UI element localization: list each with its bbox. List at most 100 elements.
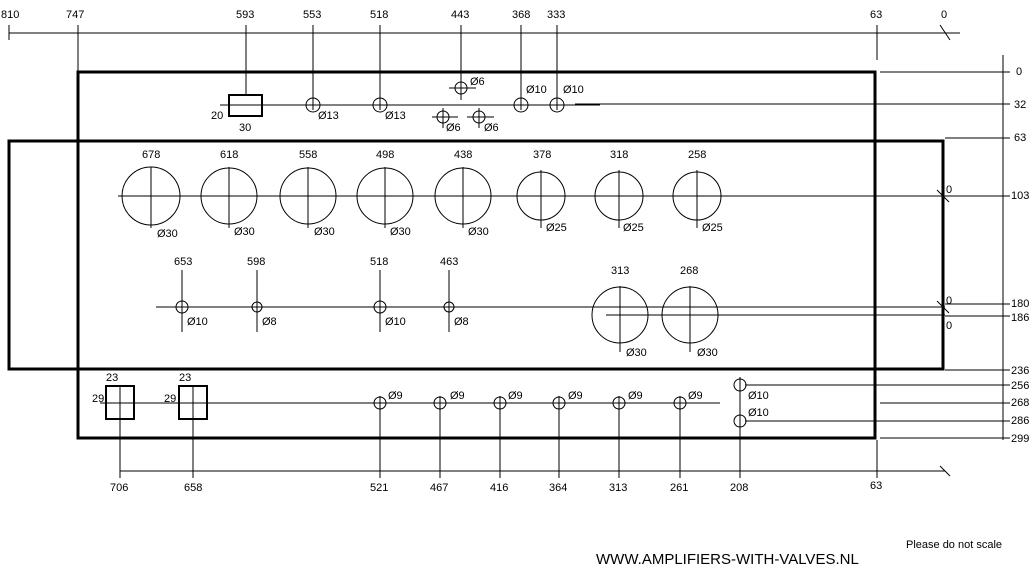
top-dim-label: 63 <box>870 9 882 21</box>
socket-position-label: 268 <box>680 265 698 277</box>
bottom-hole: Ø9 <box>493 390 523 410</box>
top-hole: Ø6 <box>449 76 485 95</box>
valve-diameter-label: Ø25 <box>546 222 567 234</box>
valve-diameter-label: Ø30 <box>390 226 411 238</box>
top-plate-outline <box>76 70 877 440</box>
right-dim-label: 32 <box>1014 99 1026 111</box>
top-dim-label: 747 <box>66 9 84 21</box>
right-dim-label: 268 <box>1011 397 1029 409</box>
bottom-dim-label: 364 <box>549 482 567 494</box>
hole-diameter-label: Ø9 <box>508 390 523 402</box>
right-dim-label: 256 <box>1011 380 1029 392</box>
valve-diameter-label: Ø30 <box>234 226 255 238</box>
bottom-hole: Ø9 <box>552 390 583 410</box>
right-dim-label: 180 <box>1011 298 1029 310</box>
hole-diameter-label: Ø9 <box>450 390 465 402</box>
hole-position-label: 463 <box>440 256 458 268</box>
valve-position-label: 258 <box>688 149 706 161</box>
hole-diameter-label: Ø8 <box>262 316 277 328</box>
right-dim-label: 186 <box>1011 312 1029 324</box>
valve-board-outline <box>7 139 945 371</box>
hole-diameter-label: Ø10 <box>748 390 769 402</box>
right-dim-label: 63 <box>1014 132 1026 144</box>
top-hole: Ø10 <box>549 84 584 113</box>
website-url: WWW.AMPLIFIERS-WITH-VALVES.NL <box>596 551 859 568</box>
top-hole: Ø13 <box>372 97 406 122</box>
top-dim-label: 518 <box>370 9 388 21</box>
bottom-dim-label: 261 <box>670 482 688 494</box>
rect-height-label: 30 <box>239 122 251 134</box>
zero-label: 0 <box>946 320 952 332</box>
bottom-dimension-ticks <box>119 377 951 478</box>
zero-label: 0 <box>946 184 952 196</box>
hole-diameter-label: Ø9 <box>388 390 403 402</box>
socket-position-label: 313 <box>611 265 629 277</box>
bottom-dim-label: 467 <box>430 482 448 494</box>
top-dim-label: 593 <box>236 9 254 21</box>
bottom-dim-label: 208 <box>730 482 748 494</box>
top-hole: Ø6 <box>467 108 499 134</box>
top-dimension-labels: 810 747 593 553 518 443 368 333 63 0 <box>1 9 947 21</box>
zero-reference-mark: 0 0 <box>936 295 952 332</box>
valve-position-label: 318 <box>610 149 628 161</box>
right-dim-label: 0 <box>1016 66 1022 78</box>
valve-position-label: 678 <box>142 149 160 161</box>
hole-diameter-label: Ø6 <box>484 122 499 134</box>
scale-note: Please do not scale <box>906 539 1002 551</box>
top-dim-label: 553 <box>303 9 321 21</box>
cutout-height-label: 29 <box>92 393 104 405</box>
bottom-dim-label: 706 <box>110 482 128 494</box>
valve-position-label: 558 <box>299 149 317 161</box>
zero-reference-mark: 0 <box>936 184 952 203</box>
cutout-width-label: 23 <box>106 372 118 384</box>
top-dim-label: 333 <box>547 9 565 21</box>
valve-diameter-label: Ø30 <box>157 228 178 240</box>
bottom-hole: Ø9 <box>673 390 703 410</box>
hole-position-label: 598 <box>247 256 265 268</box>
top-dim-label: 0 <box>941 9 947 21</box>
bottom-dim-label: 658 <box>184 482 202 494</box>
valve-position-label: 438 <box>454 149 472 161</box>
right-dimension-labels: 0 32 63 103 180 186 236 256 268 286 299 <box>1011 66 1029 445</box>
hole-diameter-label: Ø10 <box>385 316 406 328</box>
valve-position-label: 378 <box>533 149 551 161</box>
valve-position-label: 498 <box>376 149 394 161</box>
right-dimension-ticks <box>575 71 1010 439</box>
bottom-hole: Ø10 <box>733 378 769 402</box>
bottom-dim-label: 521 <box>370 482 388 494</box>
top-dim-label: 443 <box>451 9 469 21</box>
right-dim-label: 236 <box>1011 365 1029 377</box>
top-hole: Ø6 <box>432 108 461 134</box>
hole-diameter-label: Ø9 <box>568 390 583 402</box>
bottom-hole: Ø9 <box>433 390 465 410</box>
top-hole: Ø10 <box>513 84 547 113</box>
valve-diameter-label: Ø25 <box>702 222 723 234</box>
bottom-dim-label: 416 <box>490 482 508 494</box>
hole-position-label: 518 <box>370 256 388 268</box>
hole-diameter-label: Ø9 <box>688 390 703 402</box>
top-hole: Ø13 <box>305 97 339 122</box>
hole-diameter-label: Ø13 <box>318 110 339 122</box>
hole-diameter-label: Ø9 <box>628 390 643 402</box>
zero-label: 0 <box>946 295 952 307</box>
hole-diameter-label: Ø6 <box>446 122 461 134</box>
hole-diameter-label: Ø10 <box>748 407 769 419</box>
valve-diameter-label: Ø25 <box>623 222 644 234</box>
socket-diameter-label: Ø30 <box>626 347 647 359</box>
